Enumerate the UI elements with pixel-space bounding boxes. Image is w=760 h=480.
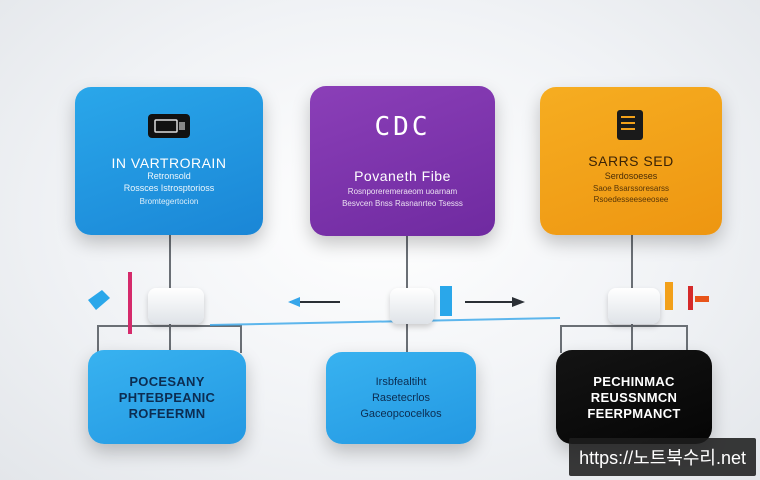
connector-center-top [406,235,408,295]
connector-left-top [169,235,171,295]
bottom-card-center-line-2: Rasetecrlos [371,392,431,404]
bottom-card-left-line-2: PHTEBPEANIC [118,390,216,405]
top-card-center-line-2: Besvcen Bnss Rasnanrteo Tsesss [342,199,463,208]
bottom-card-center-line-3: Gaceopcocelkos [360,408,442,420]
top-card-left-line-2: Rossces Istrosptorioss [123,183,215,193]
bottom-card-center: Irsbfealtiht Rasetecrlos Gaceopcocelkos [326,352,476,444]
bottom-bracket-right [560,325,688,327]
top-card-center-title: Povaneth Fibe [354,168,451,184]
connector-right-top [631,235,633,295]
connector-right-bottom [631,305,633,353]
top-card-left: IN VARTRORAIN Retronsold Rossces Istrosp… [75,87,263,235]
connector-left-bottom [169,305,171,350]
server-icon [617,110,643,140]
bottom-card-right: PECHINMAC REUSSNMCN FEERPMANCT [556,350,712,444]
top-card-right-line-1: Serdosoeses [604,171,658,181]
connector-hub-left [148,288,204,324]
connector-hub-center [390,288,434,324]
top-card-left-line-1: Retronsold [147,171,191,181]
connector-hub-right [608,288,660,324]
top-card-right-line-2: Saoe Bsarssoresarss [592,184,670,193]
top-card-right: SARRS SED Serdosoeses Saoe Bsarssoresars… [540,87,722,235]
cdc-logo: CDC [374,112,431,142]
bottom-card-center-line-1: Irsbfealtiht [375,376,427,388]
bottom-card-left-line-3: ROFEERMN [128,406,206,421]
bottom-card-left-line-1: POCESANY [129,374,205,389]
watermark-url: https://노트북수리.net [569,438,756,476]
top-card-right-title: SARRS SED [588,153,674,169]
bottom-bracket-left-r [240,325,242,353]
bottom-card-right-line-1: PECHINMAC [593,374,675,389]
bottom-bracket-left-l [97,325,99,353]
bottom-bracket-right-r [686,325,688,353]
bottom-card-right-line-2: REUSSNMCN [590,390,678,405]
top-card-left-title: IN VARTRORAIN [111,155,227,171]
bottom-card-right-line-3: FEERPMANCT [587,406,681,421]
top-card-center-line-1: Rosnporeremeraeom uoarnam [347,187,458,196]
bottom-bracket-right-l [560,325,562,353]
bottom-card-left: POCESANY PHTEBPEANIC ROFEERMN [88,350,246,444]
top-card-center: CDC Povaneth Fibe Rosnporeremeraeom uoar… [310,86,495,236]
connector-center-bottom [406,305,408,353]
top-card-right-line-3: Rsoedesseeseeosee [593,195,669,204]
top-card-left-line-3: Bromtegertocion [139,197,199,206]
usb-drive-icon [148,114,190,138]
